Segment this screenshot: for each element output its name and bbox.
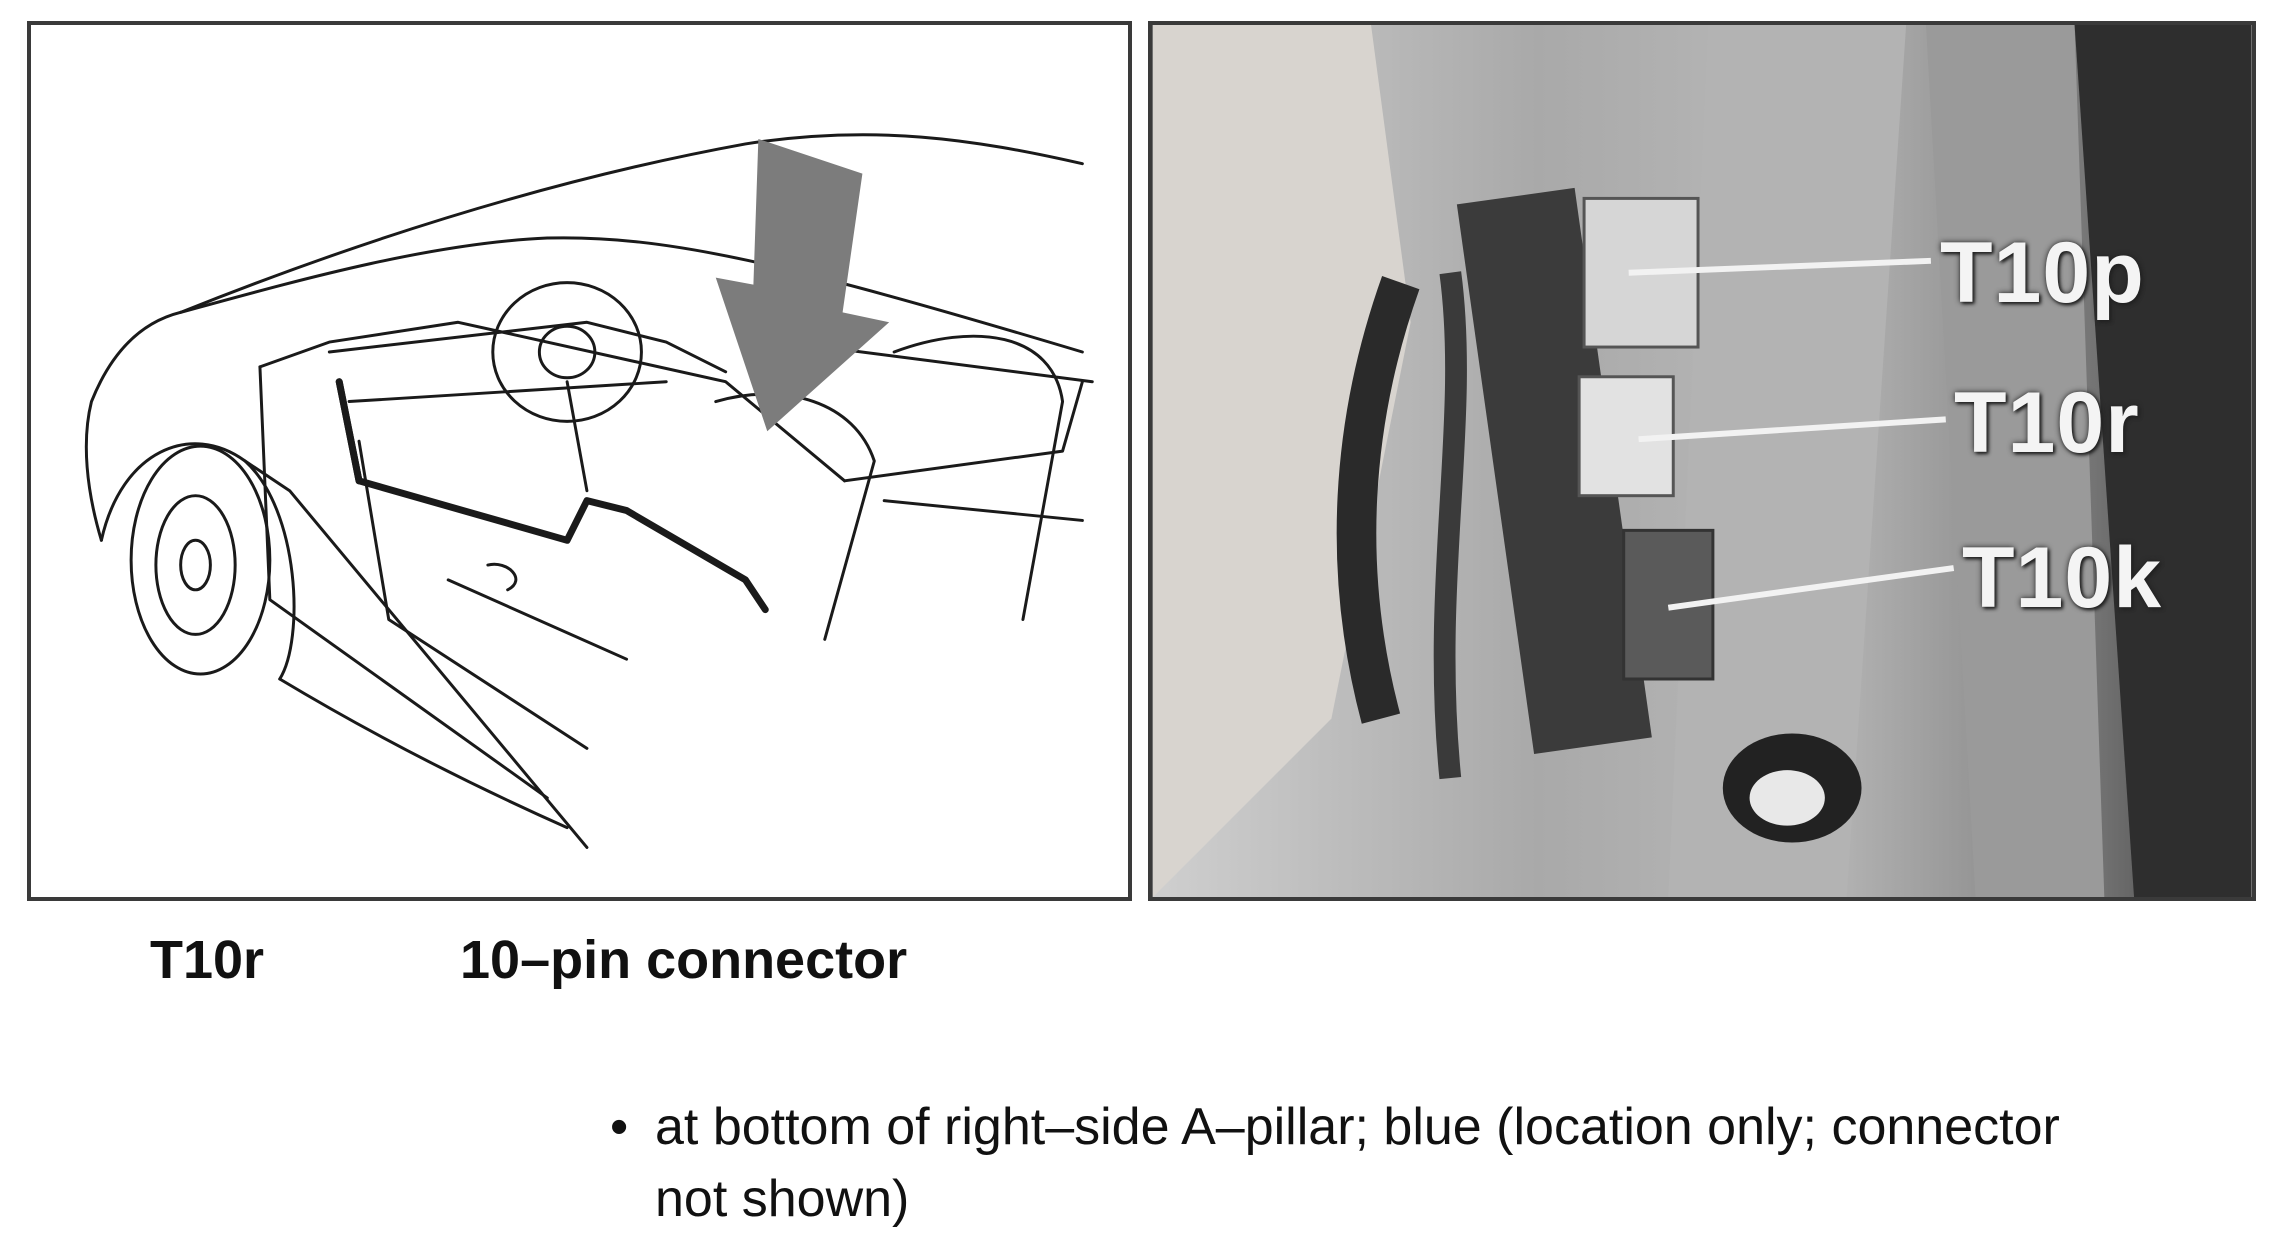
callout-t10p: T10p [1940, 225, 2145, 321]
callout-t10k: T10k [1962, 530, 2163, 626]
photo-placeholder [1153, 25, 2251, 897]
bullet-marker: • [610, 1098, 629, 1156]
location-arrow [715, 138, 890, 432]
location-note-text: at bottom of right–side A–pillar; blue (… [655, 1098, 2060, 1228]
location-note: • at bottom of right–side A–pillar; blue… [610, 1092, 2110, 1236]
callout-t10r: T10r [1954, 375, 2140, 471]
connector-photo: T10p T10r T10k [1148, 21, 2256, 901]
connector-description: 10–pin connector [460, 930, 908, 990]
car-interior-illustration [27, 21, 1132, 901]
connector-id: T10r [150, 930, 265, 990]
car-line-drawing [84, 133, 1094, 849]
